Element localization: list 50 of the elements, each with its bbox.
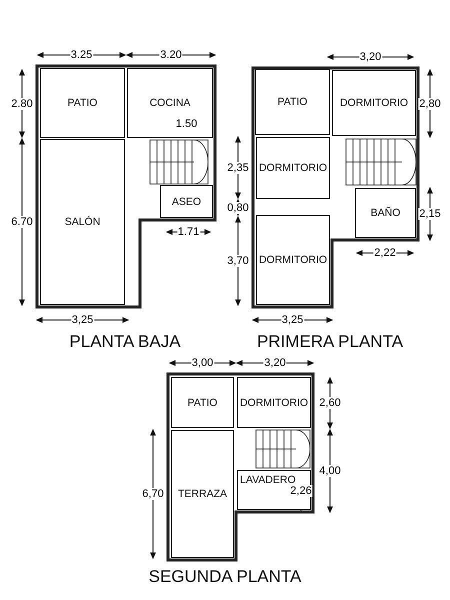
dimension-value: 1.71 xyxy=(176,226,200,238)
room xyxy=(160,185,213,218)
dimension-value: 2,35 xyxy=(226,162,250,174)
dimension-value: 2.80 xyxy=(10,98,34,110)
dimension-value: 1.50 xyxy=(174,118,198,130)
dimension-value: 3.20 xyxy=(159,49,183,61)
room-name: DORMITORIO xyxy=(258,254,328,266)
dimension-value: 4,00 xyxy=(318,465,342,477)
room xyxy=(40,68,125,138)
dimension-value: 3,00 xyxy=(190,357,214,369)
room-name: DORMITORIO xyxy=(340,97,408,109)
room xyxy=(127,68,213,138)
room xyxy=(40,139,125,305)
dimension-value: 2,80 xyxy=(418,98,442,110)
room xyxy=(237,377,311,428)
room-name: SALÓN xyxy=(64,216,100,228)
room-name: PATIO xyxy=(188,396,218,408)
room xyxy=(256,215,330,305)
room-name: DORMITORIO xyxy=(240,396,308,408)
room-name: PATIO xyxy=(278,96,308,108)
dimension-value: 6,70 xyxy=(141,488,165,500)
room-name: PATIO xyxy=(68,97,98,109)
dimension-value: 2,22 xyxy=(373,247,397,259)
dimension-value: 3,20 xyxy=(263,357,287,369)
room-name: DORMITORIO xyxy=(258,162,328,174)
dimension-value: 3,20 xyxy=(358,51,382,63)
floor-title: PRIMERA PLANTA xyxy=(256,332,404,352)
dimension-value: 2,15 xyxy=(418,208,442,220)
floor-title: SEGUNDA PLANTA xyxy=(148,567,302,587)
room-name: BAÑO xyxy=(370,207,400,219)
room xyxy=(255,69,330,135)
floor-title: PLANTA BAJA xyxy=(69,332,181,352)
dimension-value: 3.25 xyxy=(70,49,94,61)
dimension-value: 3,70 xyxy=(226,255,250,267)
room-name: TERRAZA xyxy=(178,488,227,500)
dimension-value: 2,26 xyxy=(289,485,313,497)
dimension-value: 2,60 xyxy=(318,397,342,409)
room xyxy=(256,137,330,199)
room xyxy=(237,470,311,510)
room xyxy=(171,377,234,428)
dimension-value: 0,80 xyxy=(226,202,250,214)
room xyxy=(355,188,416,238)
dimension-value: 6.70 xyxy=(10,216,34,228)
room-name: ASEO xyxy=(172,196,202,208)
room xyxy=(171,430,234,558)
room-name: COCINA xyxy=(150,97,190,109)
room-name: LAVADERO xyxy=(240,474,296,486)
dimension-value: 3,25 xyxy=(280,314,304,326)
dimension-value: 3,25 xyxy=(70,314,94,326)
room xyxy=(332,70,416,136)
